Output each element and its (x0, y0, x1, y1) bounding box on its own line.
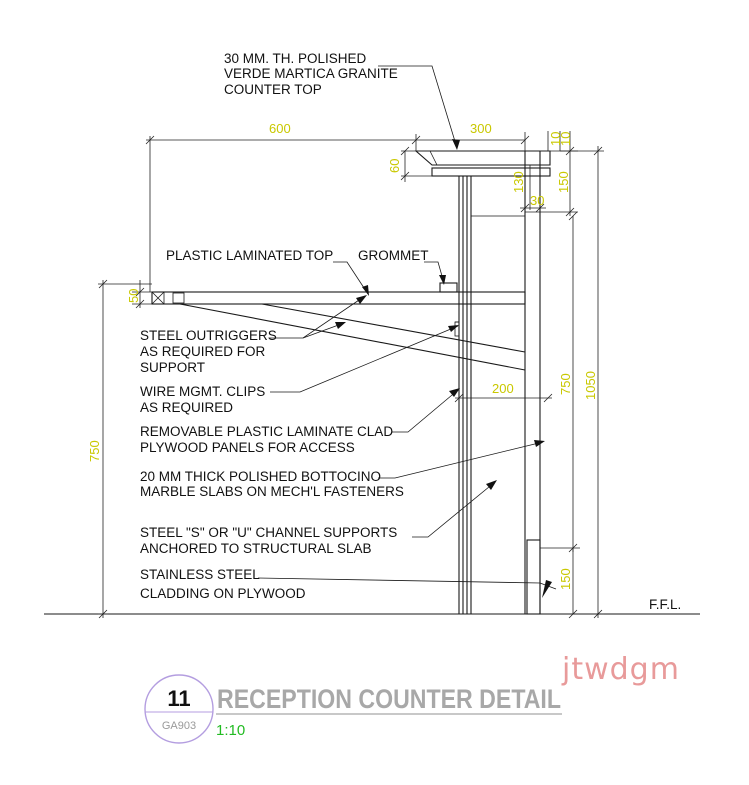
dimension-lines (98, 131, 604, 619)
note-wire-line2: AS REQUIRED (140, 400, 233, 415)
dim-60: 60 (387, 159, 402, 173)
sheet-reference: GA903 (162, 720, 196, 732)
dim-150-top: 150 (556, 171, 571, 193)
steel-outrigger (179, 303, 526, 371)
note-channel-line1: STEEL "S" OR "U" CHANNEL SUPPORTS (140, 525, 397, 540)
drawing-title: RECEPTION COUNTER DETAIL (217, 684, 561, 714)
counter-section-linework (44, 150, 700, 615)
note-panels-line1: REMOVABLE PLASTIC LAMINATE CLAD (140, 424, 393, 439)
note-channel-line2: ANCHORED TO STRUCTURAL SLAB (140, 541, 372, 556)
dim-50: 50 (126, 289, 141, 303)
detail-number: 11 (167, 686, 190, 711)
note-marble-line2: MARBLE SLABS ON MECH'L FASTENERS (140, 484, 404, 499)
dim-750-right: 750 (558, 373, 573, 395)
dim-10-a: 10 (548, 132, 563, 146)
note-grommet: GROMMET (358, 248, 429, 263)
dim-600: 600 (269, 121, 291, 136)
note-outriggers-line1: STEEL OUTRIGGERS (140, 328, 277, 343)
wire-clip (454, 321, 460, 337)
watermark: jtwdgm (561, 652, 680, 687)
note-panels-line2: PLYWOOD PANELS FOR ACCESS (140, 440, 355, 455)
dim-200: 200 (492, 381, 514, 396)
leader-lines (257, 65, 557, 598)
note-plastic-top: PLASTIC LAMINATED TOP (166, 248, 333, 263)
annotation-notes: 30 MM. TH. POLISHED VERDE MARTICA GRANIT… (140, 51, 681, 612)
stainless-cladding (526, 539, 541, 615)
note-outriggers-line2: AS REQUIRED FOR (140, 344, 266, 359)
top-support-bar (431, 167, 551, 177)
dim-1050: 1050 (583, 371, 598, 400)
note-stainless-line1: STAINLESS STEEL (140, 567, 260, 582)
dim-10-b: 10 (558, 132, 573, 146)
plastic-laminated-top (151, 291, 526, 305)
detail-number-circle (144, 674, 214, 744)
grommet (439, 282, 458, 293)
dim-30: 30 (530, 193, 544, 208)
dim-130: 130 (511, 171, 526, 193)
note-stainless-line2: CLADDING ON PLYWOOD (140, 586, 306, 601)
note-outriggers-line3: SUPPORT (140, 360, 205, 375)
note-marble-line1: 20 MM THICK POLISHED BOTTOCINO (140, 469, 381, 484)
note-granite-line3: COUNTER TOP (224, 82, 322, 97)
granite-counter-top (414, 150, 551, 166)
dim-300: 300 (470, 121, 492, 136)
title-block: jtwdgm 11 GA903 RECEPTION COUNTER DETAIL… (144, 652, 680, 744)
note-ffl: F.F.L. (649, 597, 681, 612)
dim-750-left: 750 (87, 440, 102, 462)
note-granite-line1: 30 MM. TH. POLISHED (224, 51, 367, 66)
dim-150-bottom: 150 (558, 568, 573, 590)
note-wire-line1: WIRE MGMT. CLIPS (140, 384, 265, 399)
drawing-scale: 1:10 (216, 722, 245, 739)
note-granite-line2: VERDE MARTICA GRANITE (224, 66, 398, 81)
